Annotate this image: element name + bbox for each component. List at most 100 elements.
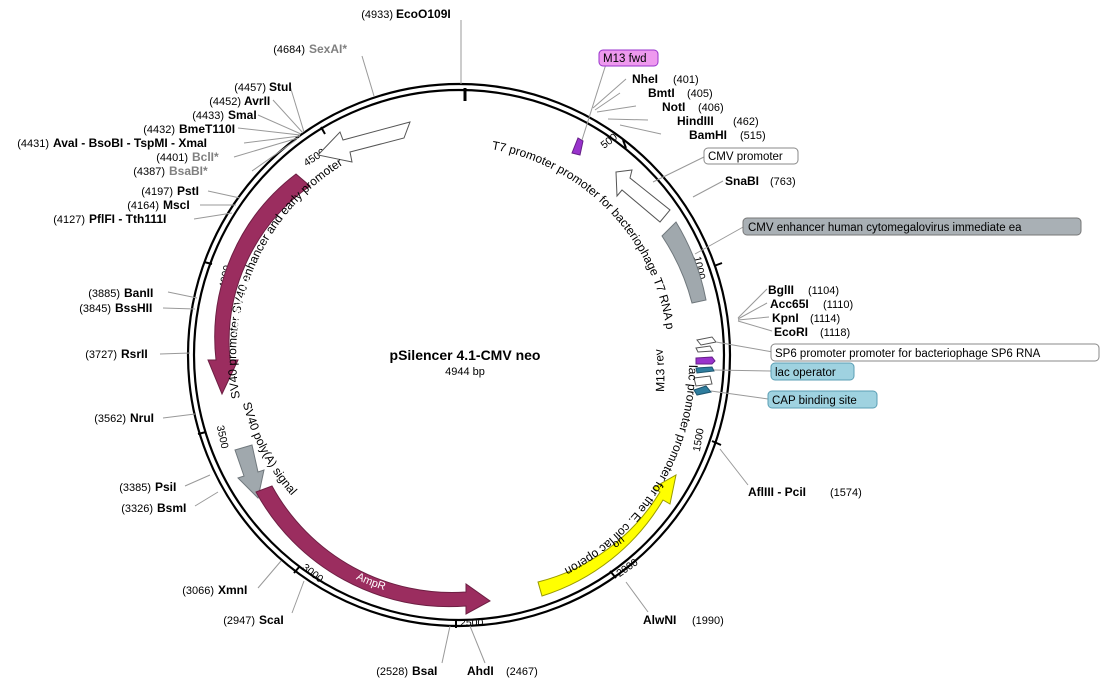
bamhi-pos: (515): [740, 130, 766, 142]
smai-name: SmaI: [228, 108, 257, 122]
afliii-name: AflIII - PciI: [748, 485, 806, 499]
noti-pos: (406): [698, 102, 724, 114]
lac-promoter-arrow[interactable]: [693, 375, 713, 387]
nrui-pos: (3562): [94, 413, 126, 425]
neo-resistance-arrow[interactable]: [207, 173, 311, 396]
bcli-name: BclI*: [192, 150, 219, 164]
psti-name: PstI: [177, 184, 199, 198]
enzyme-labels: (4933) EcoO109I (4684) SexAI* (4457) Stu…: [17, 7, 862, 678]
m13-fwd-label: M13 fwd: [603, 53, 646, 65]
nrui-name: NruI: [130, 411, 154, 425]
banii-pos: (3885): [88, 288, 120, 300]
bsai-pos: (2528): [376, 666, 408, 678]
nhei-pos: (401): [673, 74, 699, 86]
bglii-pos: (1104): [808, 285, 839, 297]
restriction-sites: [159, 20, 773, 664]
cap-site-box[interactable]: [767, 390, 878, 409]
cmv-enhancer-box[interactable]: [742, 217, 1082, 236]
rsrii-pos: (3727): [85, 349, 117, 361]
stui-pos: (4457): [234, 82, 266, 94]
m13-rev-primer[interactable]: [695, 356, 716, 365]
bamhi-name: BamHI: [689, 128, 727, 142]
pflfi-name: PflFI - Tth111I: [89, 212, 166, 226]
afliii-pos: (1574): [830, 487, 862, 499]
acc65i-pos: (1110): [823, 299, 853, 311]
ecoo109i-name: EcoO109I: [396, 7, 451, 21]
kpni-pos: (1114): [810, 313, 840, 325]
bmti-name: BmtI: [648, 86, 675, 100]
ahdi-name: AhdI: [467, 664, 494, 678]
alwni-pos: (1990): [692, 615, 724, 627]
m13-rev-box: [695, 345, 714, 353]
backbone-inner-ring: [192, 88, 726, 622]
sp6-promoter-arrow[interactable]: [696, 336, 717, 346]
xmni-pos: (3066): [182, 585, 214, 597]
lac-promoter-label: lac promoter promoter for the E. coli la…: [563, 365, 700, 579]
cap-site-text: CAP binding site: [772, 395, 857, 407]
nhei-name: NheI: [632, 72, 658, 86]
cmv-promoter-arrow[interactable]: [615, 169, 671, 223]
bsshii-pos: (3845): [79, 303, 111, 315]
tick-1500: 1500: [691, 427, 707, 452]
bsabi-name: BsaBI*: [169, 164, 208, 178]
rsrii-name: RsrII: [121, 347, 148, 361]
scai-name: ScaI: [259, 613, 284, 627]
bcli-pos: (4401): [156, 152, 188, 164]
msci-name: MscI: [163, 198, 190, 212]
acc65i-name: Acc65I: [770, 297, 809, 311]
cmv-promoter-text: CMV promoter: [708, 151, 783, 163]
lac-operator-text: lac operator: [775, 367, 836, 379]
kpni-name: KpnI: [772, 311, 799, 325]
bsmi-name: BsmI: [157, 501, 186, 515]
hindiii-name: HindIII: [677, 114, 714, 128]
xmni-name: XmnI: [218, 583, 247, 597]
map-length: 4944 bp: [445, 366, 485, 378]
tick-3500: 3500: [214, 424, 231, 449]
lac-operator-box[interactable]: [770, 362, 855, 381]
psti-pos: (4197): [141, 186, 173, 198]
sp6-promoter-text: SP6 promoter promoter for bacteriophage …: [775, 348, 1041, 360]
avai-pos: (4431): [17, 138, 49, 150]
m13-fwd-primer[interactable]: [571, 137, 584, 156]
alwni-name: AlwNI: [643, 613, 676, 627]
noti-name: NotI: [662, 100, 685, 114]
psii-name: PsiI: [155, 480, 176, 494]
psii-pos: (3385): [119, 482, 151, 494]
cmv-enhancer-arrow[interactable]: [661, 221, 707, 304]
cmv-promoter-box[interactable]: [703, 147, 799, 165]
ori-label: ori: [610, 534, 627, 551]
hindiii-pos: (462): [733, 116, 759, 128]
map-title: pSilencer 4.1-CMV neo: [390, 347, 541, 363]
m13-rev-label: M13 rev: [651, 348, 667, 392]
banii-name: BanII: [124, 286, 153, 300]
bmti-pos: (405): [687, 88, 713, 100]
sp6-promoter-box[interactable]: [770, 343, 1100, 362]
msci-pos: (4164): [127, 200, 159, 212]
pflfi-pos: (4127): [53, 214, 85, 226]
smai-pos: (4433): [192, 110, 224, 122]
bsshii-name: BssHII: [115, 301, 152, 315]
bmet110i-name: BmeT110I: [179, 122, 235, 136]
sv40-polya-arrow[interactable]: [234, 444, 265, 500]
lac-operator-arrow[interactable]: [695, 366, 715, 374]
sexai-pos: (4684): [273, 44, 305, 56]
bsai-name: BsaI: [412, 664, 437, 678]
cap-binding-arrow[interactable]: [693, 385, 712, 396]
t7-promoter-label: T7 promoter promoter for bacteriophage T…: [491, 138, 677, 330]
m13-fwd-box[interactable]: [598, 49, 659, 67]
avrii-pos: (4452): [209, 96, 241, 108]
ampr-arrow[interactable]: [255, 485, 491, 615]
ahdi-pos: (2467): [506, 666, 538, 678]
ecori-name: EcoRI: [774, 325, 808, 339]
bglii-name: BglII: [768, 283, 794, 297]
ecoo109i-pos: (4933): [361, 9, 393, 21]
ori-arrow[interactable]: [537, 474, 677, 597]
snabi-name: SnaBI: [725, 174, 759, 188]
ecori-pos: (1118): [820, 327, 850, 339]
bmet110i-pos: (4432): [143, 124, 175, 136]
avrii-name: AvrII: [244, 94, 270, 108]
tick-2500: 2500: [460, 617, 484, 629]
stui-name: StuI: [269, 80, 292, 94]
sv40-promoter-arrow[interactable]: [317, 121, 411, 163]
